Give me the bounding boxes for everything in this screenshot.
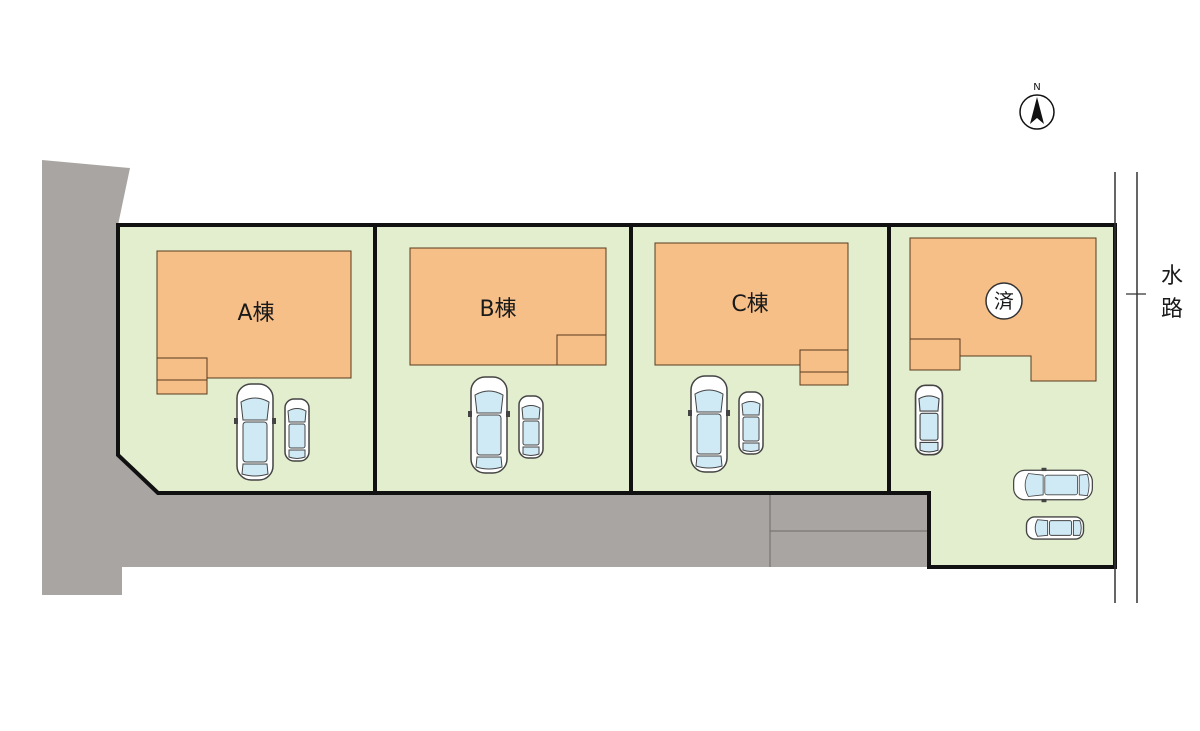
north-arrow-icon: N xyxy=(1019,82,1055,130)
parking-car xyxy=(738,391,764,455)
road-west xyxy=(42,160,130,595)
parking-car xyxy=(1013,467,1093,503)
waterway-label-1: 水 xyxy=(1161,264,1183,289)
building-c-label: C棟 xyxy=(731,292,768,317)
parking-car xyxy=(284,398,310,462)
building-a: A棟 xyxy=(156,250,352,395)
building-c: C棟 xyxy=(654,242,849,386)
waterway-label-2: 路 xyxy=(1161,297,1183,322)
parking-car xyxy=(518,395,544,459)
building-b-label: B棟 xyxy=(479,297,516,322)
parking-car xyxy=(233,383,277,481)
parking-car xyxy=(687,375,731,473)
north-label: N xyxy=(1033,82,1040,93)
parking-car xyxy=(467,376,511,474)
parking-car xyxy=(1025,516,1085,540)
sold-badge xyxy=(985,282,1023,320)
sold-badge-label: 済 xyxy=(994,289,1014,313)
parking-car xyxy=(914,384,944,456)
building-sold: 済 xyxy=(909,237,1097,382)
building-a-label: A棟 xyxy=(237,301,274,326)
road-south xyxy=(118,455,928,567)
building-b: B棟 xyxy=(409,247,607,366)
